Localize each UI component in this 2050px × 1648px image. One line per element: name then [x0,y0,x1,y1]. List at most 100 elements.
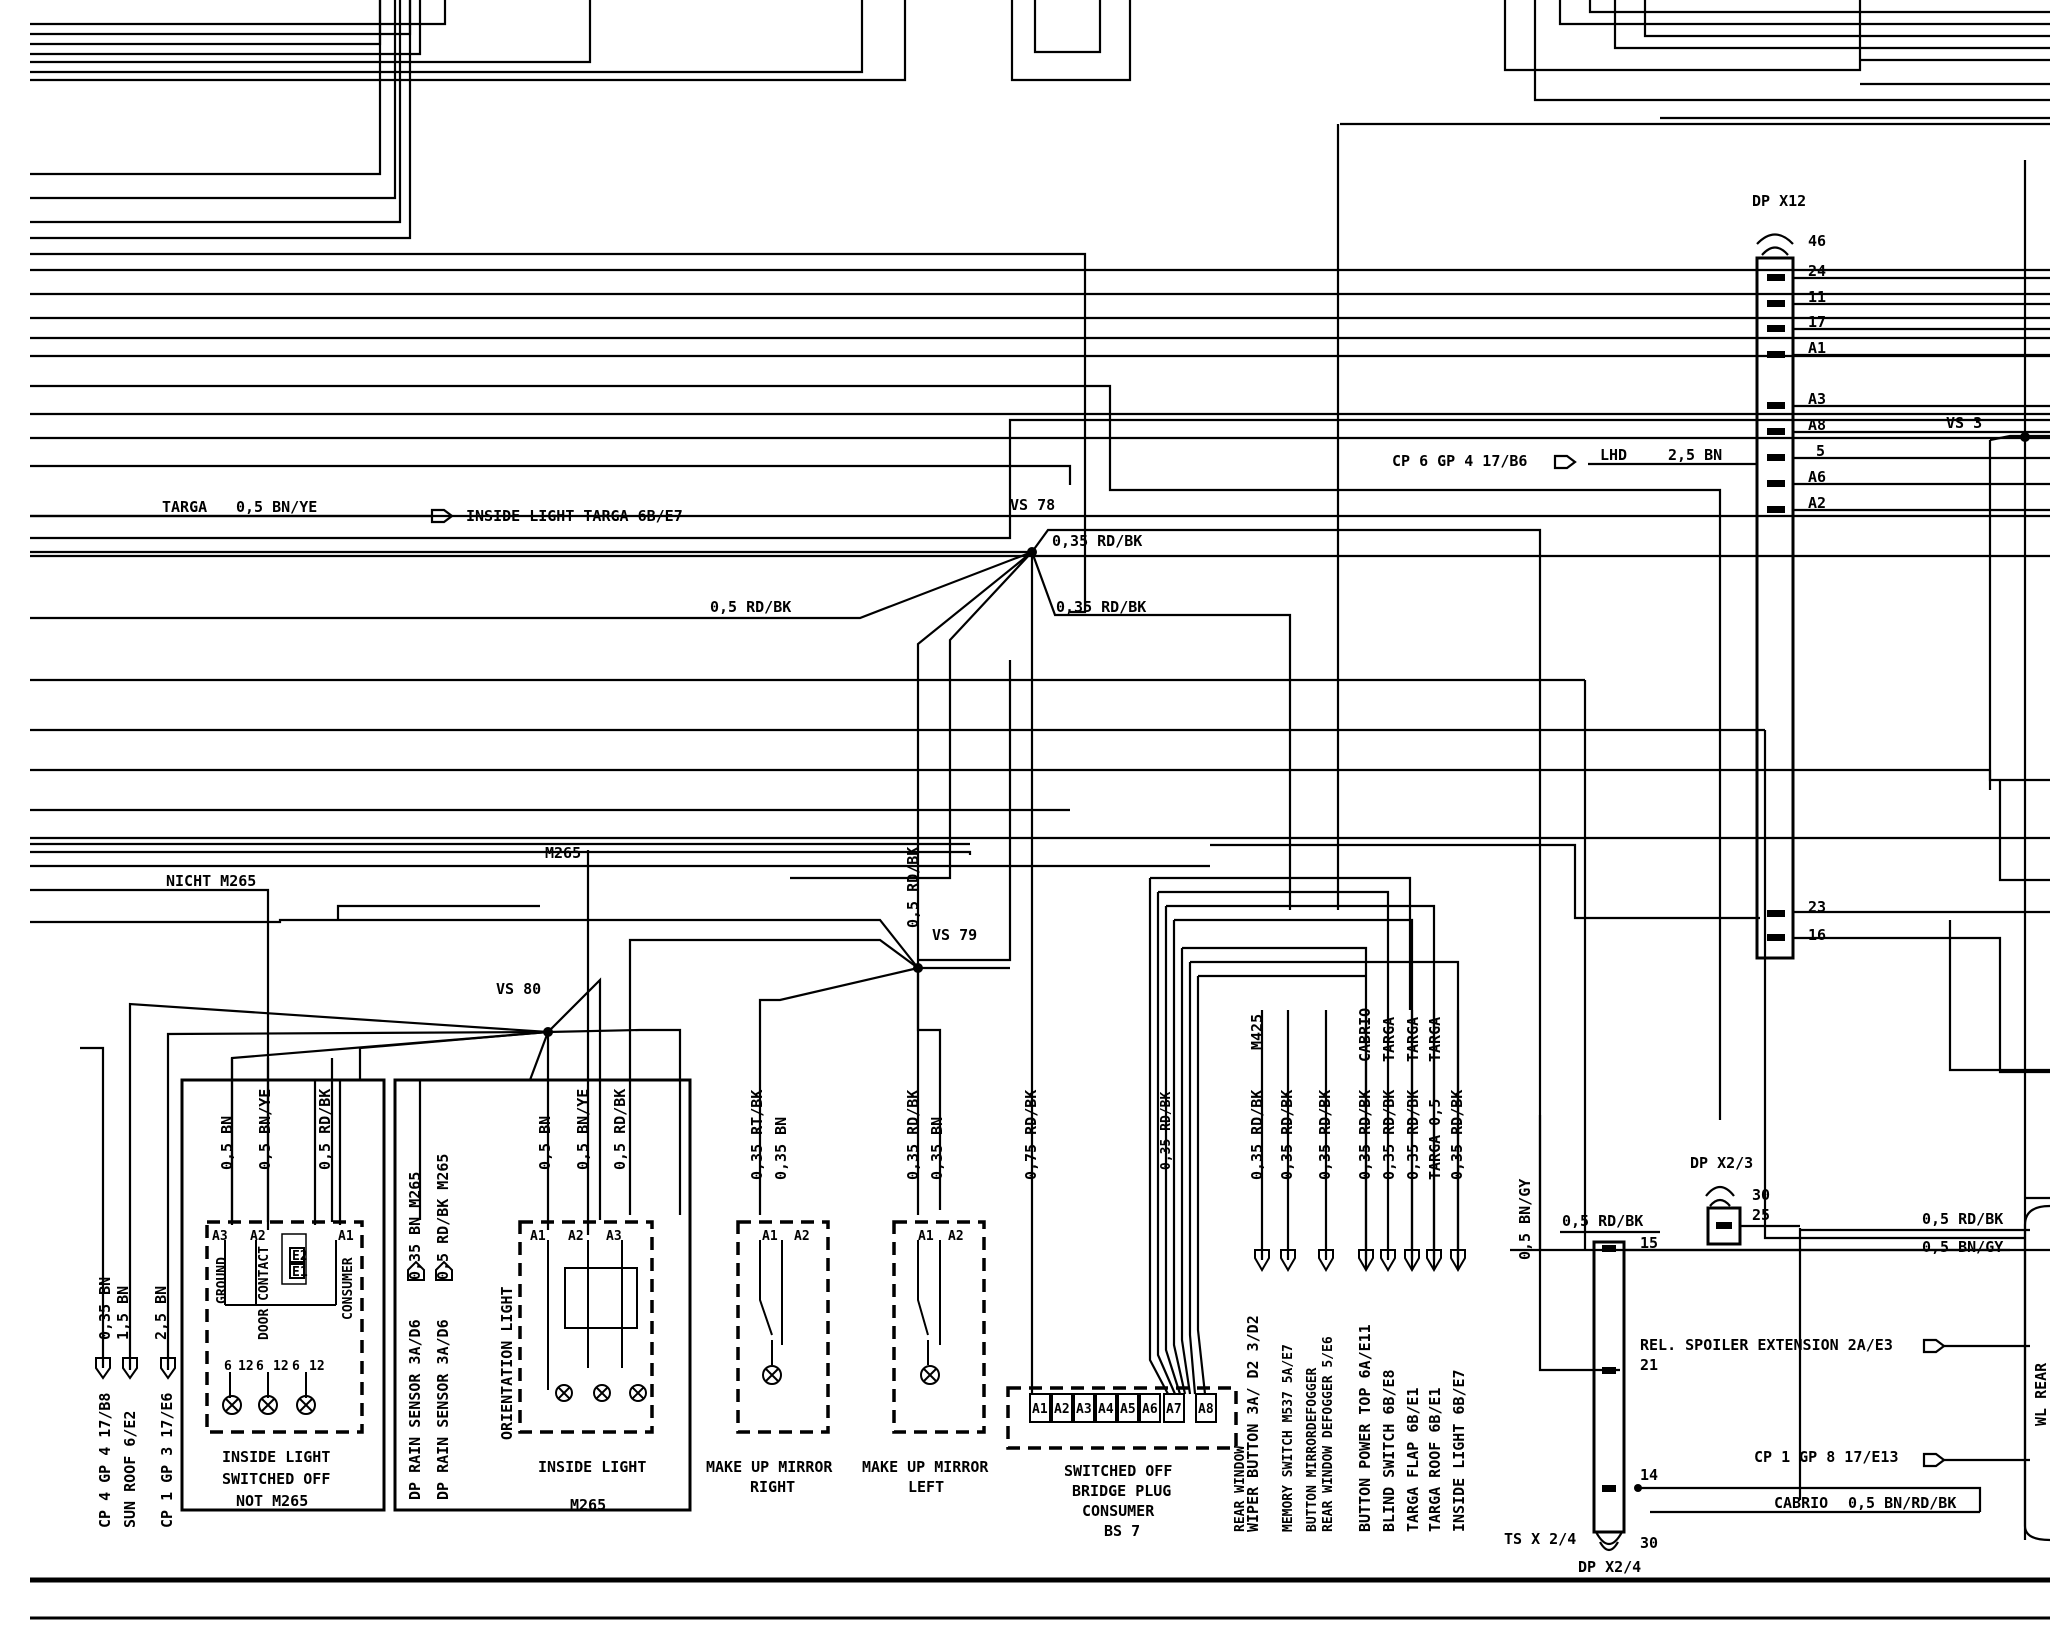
bridge-plug-pins: A1 A2 A3 A4 A5 A6 A7 A8 [1029,1393,1217,1423]
ts-x24-connector: 0,5 RD/BK 15 0,5 RD/BK 0,5 BN/GY 21 REL.… [1504,1210,2050,1576]
iloff-ground: GROUND [215,1257,230,1304]
mirror-left-pin-a1: A1 [918,1229,934,1244]
ilm-pin-a1: A1 [530,1229,546,1244]
iloff-pin-6c: 6 [292,1359,300,1374]
dp-x23-pin-30: 30 [1752,1186,1770,1204]
make-up-mirror-left: A1 A2 0,35 RD/BK 0,35 BN MAKE UP MIRROR … [862,1090,989,1496]
rg-wire-4: 0,35 RD/BK [1356,1090,1374,1180]
vs3-label: VS 3 [1946,414,1982,432]
wl-rear-label: WL REAR [2032,1362,2050,1426]
inside-light-m265-component [518,1220,654,1434]
ilm-wire-rdbk: 0,5 RD/BK [611,1089,629,1170]
cp1-gp8-ref: CP 1 GP 8 17/E13 [1754,1448,1899,1466]
x12-pin-24: 24 [1808,262,1826,280]
ilm-wire-bn: 0,5 BN [536,1116,554,1170]
x12-pin-17: 17 [1808,313,1826,331]
bridge-pin-a1: A1 [1032,1402,1048,1417]
left-ref-sunroof: SUN ROOF 6/E2 [121,1411,139,1528]
ts-x24-housing [1592,1240,1626,1534]
iloff-pin-6b: 6 [256,1359,264,1374]
iloff-e2: E2 [292,1249,308,1264]
ilm-pin-a2: A2 [568,1229,584,1244]
mirror-right-title-2: RIGHT [750,1478,795,1496]
lhd-label: LHD [1600,446,1627,464]
rg-label-targa-3: TARGA [1426,1017,1444,1062]
lamp-icon [222,1395,316,1415]
mirror-right-wire-rtbk: 0,35 RT/BK [748,1090,766,1180]
bridge-wire-075: 0,75 RD/BK [1022,1090,1040,1180]
vs79-vert-wire: 0,5 RD/BK [904,847,922,928]
vs80-splice: VS 80 [128,977,682,1350]
bridge-pin-a4: A4 [1098,1402,1114,1417]
targa-label: TARGA [162,498,207,516]
lhd-wire: 2,5 BN [1668,446,1722,464]
ilm-pin-a3: A3 [606,1229,622,1244]
targa-inside-light-wire: TARGA 0,5 BN/YE INSIDE LIGHT TARGA 6B/E7 [30,498,683,525]
cp6-lhd-input: CP 6 GP 4 17/B6 LHD 2,5 BN [1392,446,1757,470]
rg-ref-targa-flap: TARGA FLAP 6B/E1 [1404,1388,1422,1533]
mirror-left-title-1: MAKE UP MIRROR [862,1458,989,1476]
vs78-wire-left: 0,5 RD/BK [710,598,791,616]
mirror-right-title-1: MAKE UP MIRROR [706,1458,833,1476]
iloff-door-contact: DOOR CONTACT [257,1246,272,1340]
rg-label-m425: M425 [1248,1014,1266,1050]
horizontal-bus [30,0,2050,1540]
vs79-splice: VS 79 0,5 RD/BK [30,847,1010,1215]
rg-wire-5: 0,35 RD/BK [1380,1090,1398,1180]
conn-pin-30: 30 [1640,1534,1658,1552]
bridge-plug-bs7: 0,75 RD/BK A1 A2 A3 A4 A5 A6 A7 A8 0,35 … [1006,876,1460,1540]
rg-ref-power-top: BUTTON POWER TOP 6A/E11 [1356,1324,1374,1532]
ts-x24-label: TS X 2/4 [1504,1530,1576,1548]
conn-pin-15: 15 [1640,1234,1658,1252]
bridge-title-4: BS 7 [1104,1522,1140,1540]
nicht-m265-label: NICHT M265 [166,872,256,890]
iloff-e1: E1 [292,1265,308,1280]
cabrio-label: CABRIO [1774,1494,1828,1512]
x12-pin-23: 23 [1808,898,1826,916]
rg-label-cabrio: CABRIO [1356,1008,1374,1062]
iloff-pin-12a: 12 [238,1359,254,1374]
iloff-wire-rdbk: 0,5 RD/BK [316,1089,334,1170]
bottom-frame [30,1577,2050,1620]
cabrio-wire-spec: 0,5 BN/RD/BK [1848,1494,1956,1512]
inside-light-off-frame [180,1078,386,1512]
rg-ref-rear-defogger: REAR WINDOW DEFOGGER 5/E6 [1321,1336,1336,1532]
inside-light-off-component [205,1220,364,1434]
inside-light-m265-frame [393,1078,692,1512]
inside-light-m265: 0,35 BN M265 0,5 RD/BK M265 DP RAIN SENS… [393,1078,692,1514]
dp-x12-housing [1755,256,1795,960]
right-wire-05rdbk: 0,5 RD/BK [1922,1210,2003,1228]
left-wire-035bn: 0,35 BN [96,1277,114,1340]
rain-sensor-wire-rdbk: 0,5 RD/BK M265 [434,1154,452,1280]
bridge-pin-a7: A7 [1166,1402,1182,1417]
left-ref-cp4: CP 4 GP 4 17/B8 [96,1393,114,1528]
rg-wire-m425: 0,35 RD/BK [1248,1090,1266,1180]
dp-x24-label: DP X2/4 [1578,1558,1641,1576]
rel-spoiler-ref: REL. SPOILER EXTENSION 2A/E3 [1640,1336,1893,1354]
bridge-title-1: SWITCHED OFF [1064,1462,1172,1480]
iloff-wire-bnye: 0,5 BN/YE [256,1089,274,1170]
iloff-pin-a1: A1 [338,1229,354,1244]
bridge-title-2: BRIDGE PLUG [1072,1482,1171,1500]
left-wire-15bn: 1,5 BN [114,1286,132,1340]
orientation-light: ORIENTATION LIGHT [498,1286,516,1440]
inside-light-switched-off: A3 A2 A1 GROUND DOOR CONTACT CONSUMER E2… [180,1058,386,1512]
vs78-label: VS 78 [1010,496,1055,514]
bridge-wire-035-rdbk: 0,35 RD/BK [1159,1092,1174,1170]
vs78-wire-top: 0,35 RD/BK [1052,532,1142,550]
cp6-ref: CP 6 GP 4 17/B6 [1392,452,1527,470]
bridge-pin-a8: A8 [1198,1402,1214,1417]
right-reference-group: 0,35 RD/BK M425 0,35 RD/BK 0,35 RD/BK 0,… [1233,1008,1468,1532]
bridge-title-3: CONSUMER [1082,1502,1155,1520]
iloff-pin-12b: 12 [273,1359,289,1374]
conn-pin-14: 14 [1640,1466,1658,1484]
iloff-title-2: SWITCHED OFF [222,1470,330,1488]
x12-pin-a3: A3 [1808,390,1826,408]
rg-label-targa-1: TARGA [1380,1017,1398,1062]
x12-pin-5: 5 [1816,442,1825,460]
x12-pin-46: 46 [1808,232,1826,250]
x12-pin-a1: A1 [1808,339,1826,357]
bridge-pin-a3: A3 [1076,1402,1092,1417]
x12-pin-11: 11 [1808,288,1826,306]
